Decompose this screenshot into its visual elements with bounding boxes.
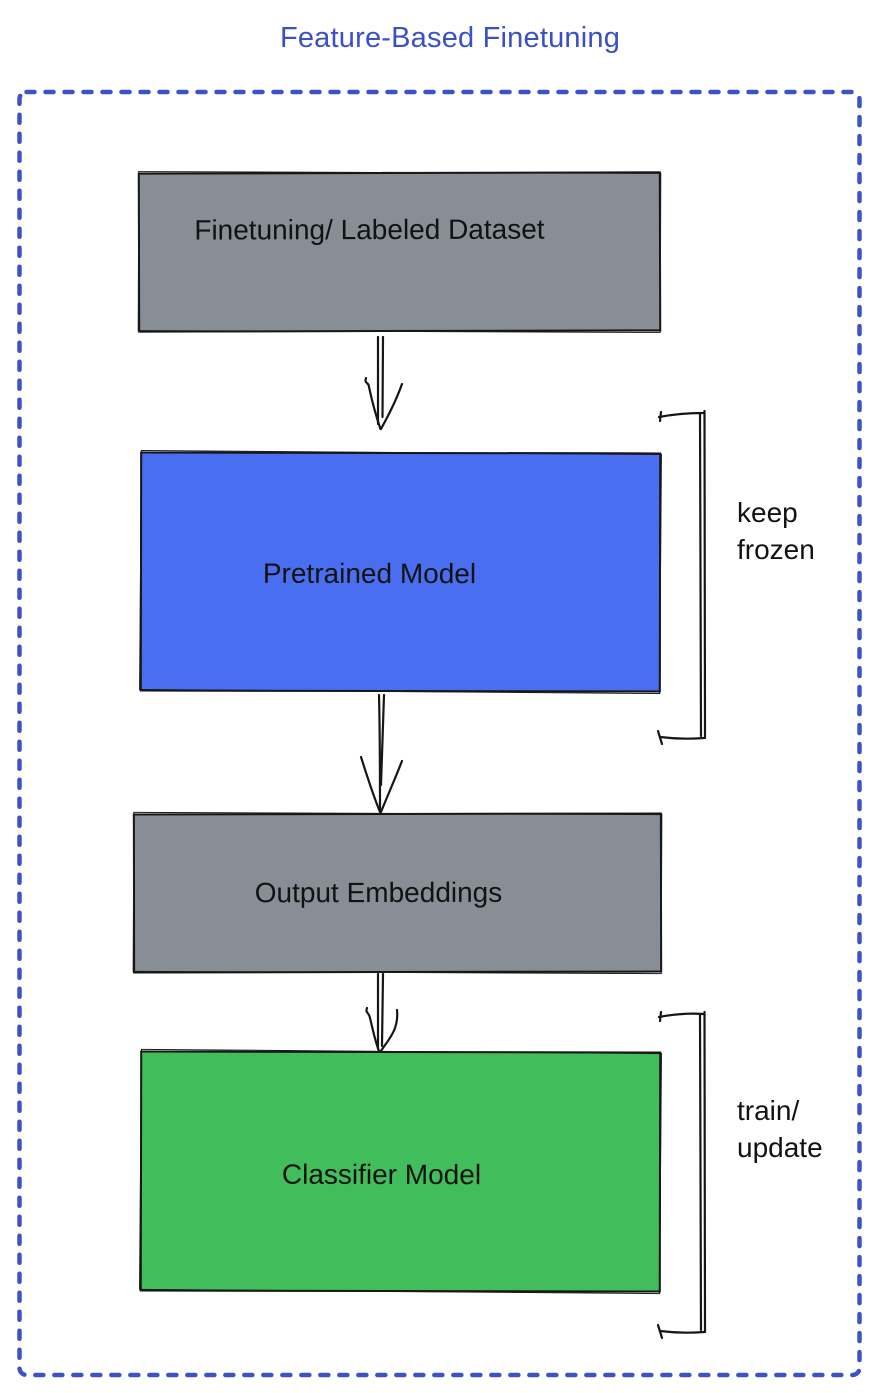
arrow-down-icon bbox=[364, 335, 404, 431]
bracket-right bbox=[656, 1010, 707, 1340]
node-pretrained-model: Pretrained Model bbox=[139, 451, 662, 693]
arrow-down-icon bbox=[365, 972, 399, 1053]
node-classifier-model: Classifier Model bbox=[139, 1050, 662, 1293]
diagram-title: Feature-Based Finetuning bbox=[279, 22, 621, 54]
annotation-train-update: train/ update bbox=[737, 1095, 823, 1163]
node-label: Classifier Model bbox=[281, 1158, 482, 1190]
node-label: Finetuning/ Labeled Dataset bbox=[194, 213, 545, 246]
arrow-down-icon bbox=[359, 693, 404, 814]
node-label: Pretrained Model bbox=[262, 557, 477, 590]
dashed-frame-border bbox=[17, 89, 862, 1378]
bracket-right bbox=[656, 409, 707, 746]
node-output-embeddings: Output Embeddings bbox=[132, 812, 663, 974]
annotation-keep-frozen: keep frozen bbox=[737, 497, 815, 565]
node-finetuning-dataset: Finetuning/ Labeled Dataset bbox=[137, 171, 662, 333]
node-label: Output Embeddings bbox=[254, 876, 503, 909]
